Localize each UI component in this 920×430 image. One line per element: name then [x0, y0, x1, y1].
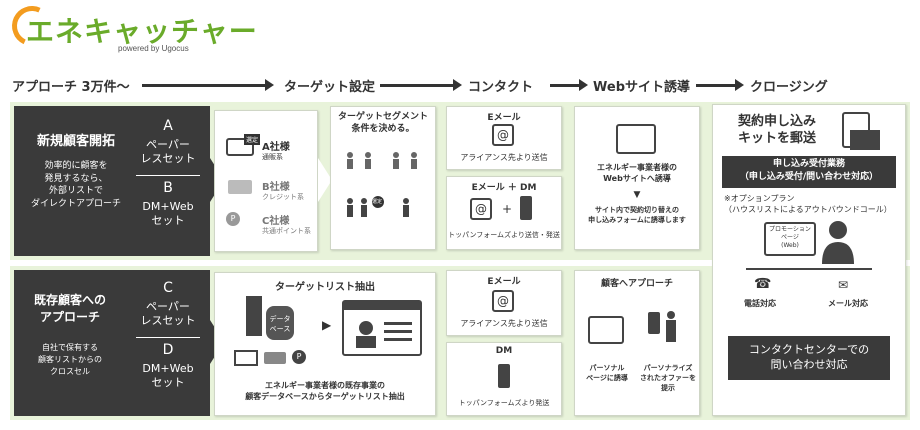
building-icon — [246, 296, 262, 336]
plus-icon: + — [502, 202, 513, 216]
email-dm-caption: トッパンフォームズより送信・発送 — [448, 231, 560, 239]
row2-dark-box — [14, 270, 210, 416]
email-icon: @ — [492, 290, 514, 312]
contact-center: コンタクトセンターでの 問い合わせ対応 — [728, 336, 890, 380]
planA-letter: A — [163, 118, 173, 134]
reception: 申し込み受付業務 （申し込み受付/問い合わせ対応） — [722, 156, 896, 188]
email-icon: @ — [470, 198, 492, 220]
row1-dark-box — [14, 106, 210, 256]
stage-arrow — [696, 84, 736, 87]
laptop-icon — [234, 350, 258, 366]
stage-contact: コンタクト — [468, 80, 534, 95]
extract-title: ターゲットリスト抽出 — [275, 282, 375, 293]
arrow-head-icon — [579, 79, 588, 91]
planB: DM+Web セット — [142, 200, 194, 228]
mail-icon: ✉ — [838, 278, 849, 292]
row1-desc: 効率的に顧客を 発見するなら、 外部リストで ダイレクトアプローチ — [30, 161, 121, 209]
badge-select: 選定 — [244, 134, 261, 145]
arrow-head-icon — [453, 79, 462, 91]
segment-panel — [330, 106, 436, 250]
web-sub: サイト内で契約切り替えの 申し込みフォームに誘導します — [588, 206, 686, 224]
personal-page: パーソナル ページに誘導 — [586, 364, 628, 382]
operator-icon — [818, 218, 858, 266]
list-name: C社様 — [262, 216, 290, 227]
people-select-icon — [344, 196, 424, 226]
email-dm-title: Eメール ＋ DM — [471, 183, 537, 193]
stage-arrow — [380, 84, 454, 87]
extract-caption: エネルギー事業者様の既存事業の 顧客データベースからターゲットリスト抽出 — [245, 381, 405, 402]
envelope-icon — [850, 130, 880, 150]
mail: メール対応 — [828, 299, 868, 308]
dm-icon — [498, 364, 510, 388]
email-caption: アライアンス先より送信 — [460, 153, 548, 162]
planA: ペーパー レスセット — [140, 138, 196, 166]
list-name: A社様 — [262, 142, 290, 153]
person-icon — [664, 310, 678, 344]
chevron-icon — [318, 158, 332, 202]
email-caption: アライアンス先より送信 — [460, 319, 548, 328]
divider — [136, 175, 200, 176]
stage-target: ターゲット設定 — [284, 80, 376, 95]
stage-arrow — [142, 84, 266, 87]
row1-title: 新規顧客開拓 — [36, 134, 115, 149]
people-icon — [344, 150, 424, 176]
credit-card-icon — [264, 352, 286, 364]
planD: DM+Web セット — [142, 362, 194, 390]
promo-page: プロモーション ページ (Web) — [764, 222, 816, 256]
dm-title: DM — [495, 346, 513, 356]
dm-caption: トッパンフォームズより発送 — [458, 399, 550, 407]
database-icon: データ ベース — [266, 306, 294, 340]
point-icon: P — [226, 212, 240, 226]
stage-arrow — [550, 84, 580, 87]
stage-web: Webサイト誘導 — [593, 80, 690, 95]
stage-closing: クロージング — [750, 80, 828, 95]
planB-letter: B — [163, 180, 173, 196]
logo-sub: powered by Ugocus — [118, 44, 189, 53]
segment-badge: 選定 — [372, 199, 383, 205]
right-arrow-icon: ▶ — [322, 318, 332, 332]
monitor-icon — [616, 124, 656, 154]
email-dm-panel — [446, 176, 562, 250]
arrow-head-icon — [735, 79, 744, 91]
web-text: エネルギー事業者様の Webサイトへ誘導 — [597, 163, 677, 184]
dm-icon — [520, 196, 532, 220]
phone: 電話対応 — [744, 299, 776, 308]
dm-icon — [648, 312, 660, 334]
logo: エネキャッチャー — [26, 15, 258, 48]
email-title: Eメール — [487, 277, 521, 287]
list-sub: 共通ポイント系 — [262, 227, 311, 235]
email-title: Eメール — [487, 113, 521, 123]
personal-offer: パーソナライズ されたオファーを 提示 — [640, 364, 696, 392]
row2-desc: 自社で保有する 顧客リストからの クロスセル — [38, 343, 102, 376]
point-icon: P — [292, 350, 306, 364]
phone-icon: ☎ — [754, 276, 772, 292]
kit-title: 契約申し込み キットを郵送 — [737, 114, 816, 146]
down-arrow-icon: ▼ — [633, 190, 641, 200]
planD-letter: D — [162, 342, 174, 358]
email-icon: @ — [492, 124, 514, 146]
list-sub: クレジット系 — [262, 193, 304, 201]
credit-card-icon — [228, 180, 252, 194]
connector-line — [746, 268, 872, 270]
web-panel — [574, 106, 700, 250]
divider — [136, 337, 200, 338]
profile-card-icon — [342, 300, 422, 356]
list-panel — [214, 110, 318, 252]
planC-letter: C — [163, 280, 173, 296]
approach-title: 顧客へアプローチ — [600, 279, 673, 289]
list-sub: 通販系 — [262, 153, 283, 161]
row2-title: 既存顧客への アプローチ — [33, 293, 106, 324]
stage-approach: アプローチ 3万件〜 — [12, 80, 130, 95]
option: ※オプションプラン （ハウスリストによるアウトバウンドコール） — [724, 194, 892, 215]
planC: ペーパー レスセット — [140, 300, 196, 328]
segment-title: ターゲットセグメント 条件を決める。 — [337, 112, 428, 134]
arrow-head-icon — [265, 79, 274, 91]
list-name: B社様 — [262, 182, 290, 193]
monitor-icon — [588, 316, 624, 344]
